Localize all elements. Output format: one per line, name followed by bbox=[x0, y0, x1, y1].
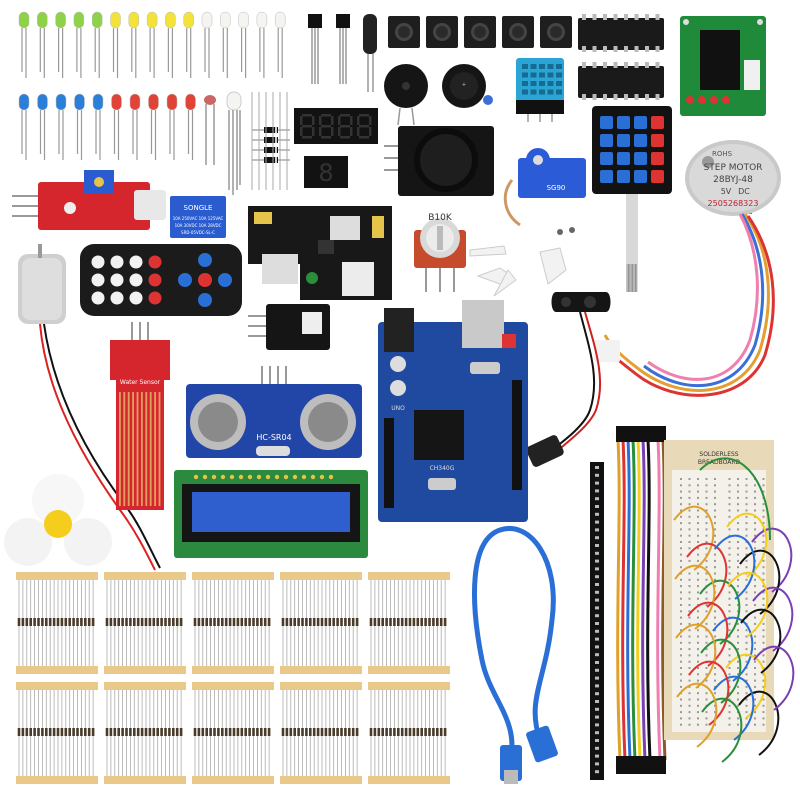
led bbox=[185, 93, 196, 160]
stepper-brand-label: ROHS bbox=[712, 150, 733, 158]
dc-motor bbox=[18, 244, 161, 571]
single-digit-display: 8 bbox=[318, 159, 333, 187]
push-button bbox=[464, 16, 496, 48]
relay-rating-line-1: 10A 250VAC 10A 125VAC bbox=[173, 216, 224, 221]
led bbox=[148, 93, 159, 160]
ultrasonic-sensor: HC-SR04 bbox=[186, 366, 362, 458]
led bbox=[37, 93, 48, 160]
led bbox=[18, 93, 30, 160]
led bbox=[256, 11, 268, 78]
ir-remote bbox=[80, 244, 242, 316]
ultrasonic-label: HC-SR04 bbox=[256, 433, 291, 442]
sound-sensor-module bbox=[12, 170, 166, 230]
stepper-dc-label: DC bbox=[738, 187, 750, 196]
led bbox=[74, 93, 85, 160]
resistor-pack bbox=[368, 682, 450, 784]
power-supply-module bbox=[248, 206, 392, 300]
resistor-pack bbox=[16, 682, 98, 784]
stepper-serial-label: 2505268323 bbox=[708, 199, 759, 208]
servo-model-label: SG90 bbox=[547, 184, 566, 192]
resistor-pack bbox=[104, 682, 186, 784]
push-button bbox=[540, 16, 572, 48]
led bbox=[111, 93, 122, 160]
resistor-pack bbox=[368, 572, 450, 674]
photoresistor bbox=[204, 95, 216, 165]
led bbox=[201, 11, 213, 78]
led bbox=[183, 11, 194, 78]
lcd-display bbox=[174, 470, 368, 558]
push-button bbox=[388, 16, 420, 48]
led bbox=[146, 11, 158, 78]
resistor-pack bbox=[280, 572, 362, 674]
resistor-pack bbox=[104, 572, 186, 674]
resistor-packs bbox=[16, 572, 450, 784]
rgb-led bbox=[226, 91, 242, 195]
push-buttons bbox=[388, 16, 572, 48]
led bbox=[37, 11, 48, 78]
breadboard-label-2: BREADBOARD bbox=[698, 459, 741, 466]
arduino-chip-label: CH340G bbox=[430, 465, 455, 472]
led bbox=[165, 11, 176, 78]
led bbox=[55, 11, 66, 78]
resistor-pack bbox=[280, 682, 362, 784]
led bbox=[128, 11, 140, 78]
led bbox=[91, 11, 103, 78]
relay-rating-line-2: 10A 30VDC 10A 28VDC bbox=[175, 223, 222, 228]
pin-header-strip bbox=[590, 462, 604, 780]
breadboard-label-1: SOLDERLESS bbox=[699, 451, 738, 458]
relay-model-label: SRD-05VDC-SL-C bbox=[181, 230, 215, 235]
push-button bbox=[426, 16, 458, 48]
seven-segment-displays: 8 bbox=[294, 108, 378, 188]
jumper-wire-bundle bbox=[616, 426, 667, 774]
resistor-pack bbox=[192, 572, 274, 674]
led bbox=[129, 93, 141, 160]
arduino-board: CH340G UNO bbox=[378, 300, 528, 522]
usb-cable bbox=[472, 526, 558, 784]
led bbox=[220, 11, 231, 78]
stepper-driver-board bbox=[680, 16, 766, 116]
led bbox=[73, 11, 85, 78]
ir-receiver-module bbox=[248, 304, 330, 350]
led bbox=[18, 11, 30, 78]
joystick-module bbox=[384, 126, 494, 196]
potentiometer: B10K bbox=[414, 213, 466, 292]
water-level-sensor: Water Sensor bbox=[110, 322, 170, 510]
resistor-pack bbox=[192, 682, 274, 784]
diodes bbox=[251, 92, 290, 190]
push-button bbox=[502, 16, 534, 48]
led bbox=[274, 11, 286, 78]
membrane-keypad bbox=[592, 106, 672, 292]
relay: SONGLE 10A 250VAC 10A 125VAC 10A 30VDC 1… bbox=[170, 196, 226, 238]
breadboard: SOLDERLESS BREADBOARD bbox=[664, 440, 795, 763]
fan-propeller bbox=[4, 474, 112, 566]
led bbox=[92, 93, 104, 160]
ic-chips bbox=[578, 14, 664, 100]
buzzers: + bbox=[384, 64, 493, 126]
stepper-model-label: 28BYJ-48 bbox=[713, 175, 753, 185]
svg-text:+: + bbox=[462, 82, 466, 88]
led bbox=[110, 11, 121, 78]
arduino-silk-label: UNO bbox=[391, 405, 405, 412]
battery-clip bbox=[526, 292, 611, 467]
led bbox=[238, 11, 249, 78]
resistor-pack bbox=[16, 572, 98, 674]
led-rows bbox=[18, 11, 286, 160]
servo-motor: SG90 bbox=[503, 148, 586, 227]
stepper-title-label: STEP MOTOR bbox=[704, 163, 763, 173]
led bbox=[166, 93, 178, 160]
relay-brand-label: SONGLE bbox=[184, 204, 213, 212]
led bbox=[55, 93, 67, 160]
dht-sensor bbox=[516, 58, 564, 122]
stepper-voltage-label: 5V bbox=[721, 187, 732, 196]
transistors bbox=[308, 14, 377, 92]
water-sensor-label: Water Sensor bbox=[120, 379, 161, 386]
servo-horns bbox=[469, 227, 575, 297]
potentiometer-label: B10K bbox=[428, 213, 453, 223]
stepper-motor: ROHS STEP MOTOR 28BYJ-48 5V DC 250526832… bbox=[594, 140, 781, 397]
